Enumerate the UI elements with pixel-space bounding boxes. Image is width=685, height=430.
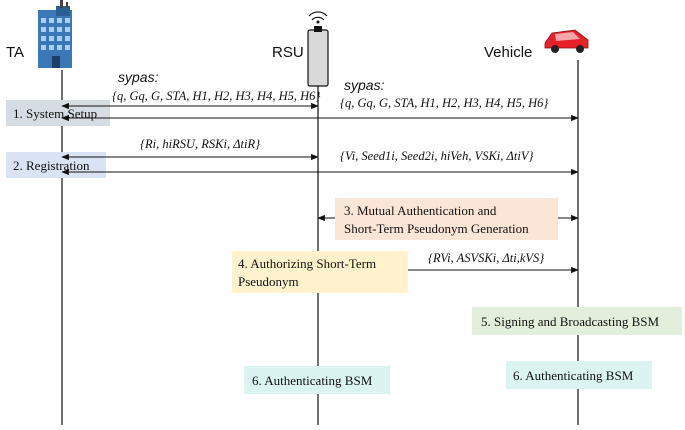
step1-label: 1. System Setup [13, 106, 97, 121]
reg-rsu-params: {Ri, hiRSU, RSKi, ΔtiR} [140, 137, 260, 151]
vehicle-label: Vehicle [484, 44, 532, 61]
step6-vehicle-label: 6. Authenticating BSM [513, 368, 634, 383]
step4-label-line2: Pseudonym [238, 274, 299, 289]
rsu-label: RSU [272, 44, 304, 61]
step6-rsu-label: 6. Authenticating BSM [252, 373, 373, 388]
building-icon [38, 0, 72, 68]
step6-vehicle-box [506, 361, 652, 389]
step3-label-line2: Short-Term Pseudonym Generation [344, 221, 529, 236]
step3-label-line1: 3. Mutual Authentication and [344, 203, 497, 218]
step4-box [232, 251, 408, 293]
step5-label: 5. Signing and Broadcasting BSM [481, 314, 659, 329]
step4-label-line1: 4. Authorizing Short-Term [238, 256, 376, 271]
step6-rsu-box [244, 366, 390, 394]
antenna-icon [307, 11, 329, 87]
sypas-left-params: {q, Gq, G, STA, H1, H2, H3, H4, H5, H6} [112, 89, 320, 103]
step5-box [472, 307, 682, 335]
sypas-right-label: sypas: [344, 77, 385, 93]
reg-vehicle-params: {Vi, Seed1i, Seed2i, hiVeh, VSKi, ΔtiV} [340, 149, 533, 163]
car-icon [544, 29, 589, 53]
step3-box [335, 198, 558, 240]
auth-params: {RVi, ASVSKi, Δti,kVS} [428, 251, 544, 265]
step2-label: 2. Registration [13, 158, 90, 173]
sypas-right-params: {q, Gq, G, STA, H1, H2, H3, H4, H5, H6} [340, 96, 548, 110]
sypas-left-label: sypas: [118, 69, 159, 85]
ta-label: TA [6, 44, 24, 61]
